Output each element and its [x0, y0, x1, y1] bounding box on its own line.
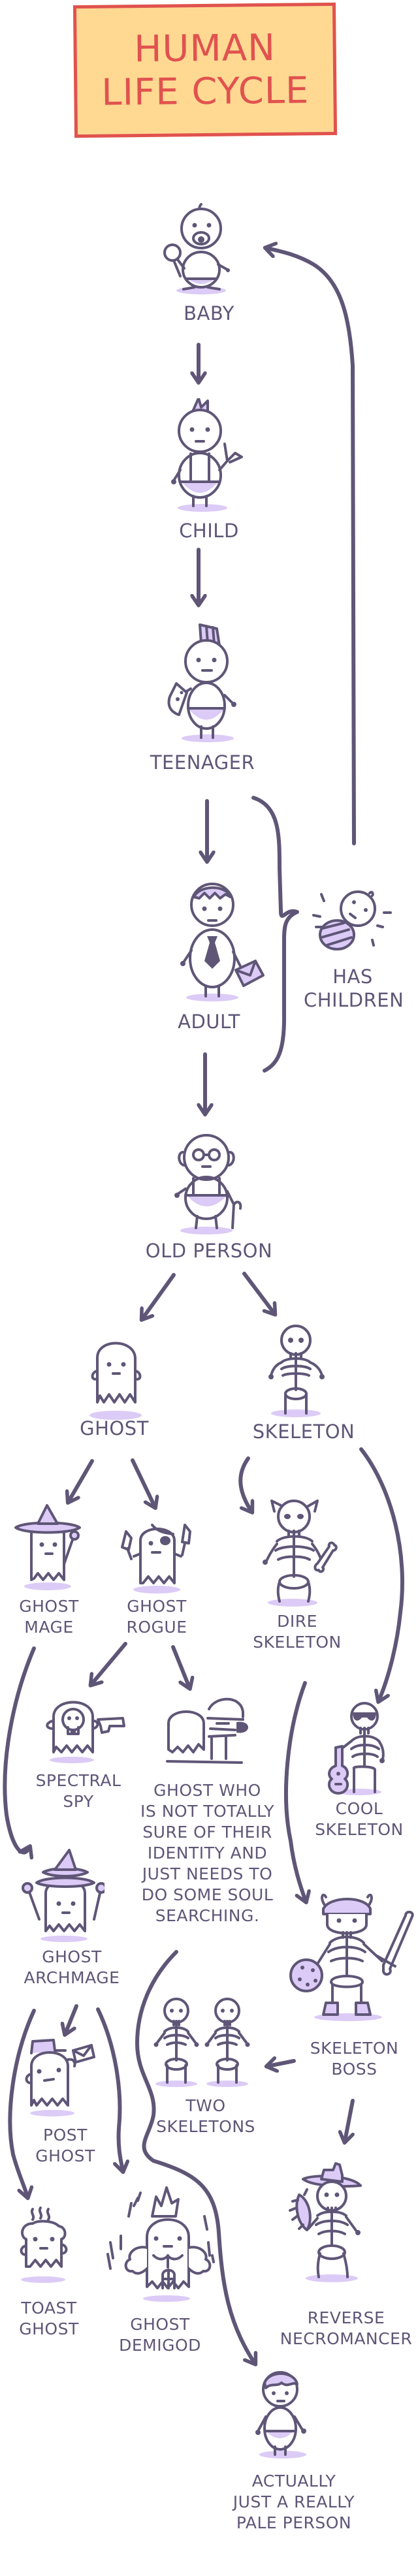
arrow-old-skeleton	[242, 1272, 274, 1313]
label-baby: BABY	[184, 302, 234, 324]
ghost-figure-icon	[89, 1342, 142, 1420]
label-ghost-mage: GHOST MAGE	[19, 1597, 79, 1637]
label-ghost: GHOST	[80, 1417, 149, 1439]
ghost-demigod-figure-icon	[106, 2186, 215, 2302]
label-child: CHILD	[179, 520, 239, 542]
arrow-skeleton-cool	[359, 1447, 404, 1701]
title-line-2: LIFE CYCLE	[101, 69, 310, 114]
toast-ghost-figure-icon	[20, 2207, 68, 2283]
label-ghost-archmage: GHOST ARCHMAGE	[24, 1947, 120, 1987]
label-ghost-demigod: GHOST DEMIGOD	[119, 2315, 201, 2355]
child-figure-icon	[171, 398, 243, 512]
two-skeletons-figure-icon	[153, 1998, 250, 2087]
label-skeleton: SKELETON	[252, 1421, 355, 1443]
arrow-archmage-post	[65, 2004, 78, 2034]
arrow-skeleton-dire	[238, 1456, 251, 1511]
label-post-ghost: POST GHOST	[35, 2126, 95, 2165]
label-toast-ghost: TOAST GHOST	[19, 2299, 79, 2338]
has-children-baby-icon	[312, 890, 392, 950]
dire-skeleton-figure-icon	[263, 1500, 338, 1607]
arrow-rogue-spy	[91, 1642, 127, 1684]
spectral-spy-figure-icon	[46, 1701, 125, 1763]
label-two-skeletons: TWO SKELETONS	[156, 2096, 255, 2136]
label-skeleton-boss: SKELETON BOSS	[310, 2039, 399, 2079]
baby-figure-icon	[163, 203, 230, 294]
label-cool-skeleton: COOL SKELETON	[315, 1799, 404, 1839]
reverse-necromancer-figure-icon	[289, 2162, 362, 2282]
arrow-ghost-rogue	[131, 1458, 155, 1507]
pale-person-figure-icon	[255, 2371, 306, 2458]
label-pale-person: ACTUALLY JUST A REALLY PALE PERSON	[233, 2472, 355, 2532]
ghost-archmage-figure-icon	[22, 1849, 104, 1942]
arrow-boss-two	[268, 2061, 296, 2066]
label-ghost-who: GHOST WHO IS NOT TOTALLY SURE OF THEIR I…	[140, 1781, 274, 1925]
teenager-figure-icon	[167, 623, 236, 742]
old-person-figure-icon	[174, 1134, 242, 1234]
title-box: HUMAN LIFE CYCLE	[72, 2, 338, 138]
label-has-children: HAS CHILDREN	[304, 966, 404, 1011]
skeleton-figure-icon	[268, 1325, 325, 1417]
ghost-who-soul-searching-icon	[166, 1697, 248, 1764]
ghost-rogue-figure-icon	[121, 1524, 191, 1594]
arrow-boss-necromancer	[345, 2099, 353, 2141]
arrow-rogue-ghostwho	[171, 1645, 189, 1688]
label-spectral-spy: SPECTRAL SPY	[35, 1771, 121, 1811]
post-ghost-figure-icon	[25, 2039, 95, 2116]
arrow-mage-archmage	[3, 1646, 36, 1853]
label-teenager: TEENAGER	[150, 751, 255, 774]
label-ghost-rogue: GHOST ROGUE	[126, 1597, 187, 1637]
cool-skeleton-figure-icon	[327, 1702, 385, 1795]
title-line-1: HUMAN	[134, 26, 276, 71]
label-adult: ADULT	[178, 1011, 240, 1033]
ghost-mage-figure-icon	[14, 1504, 81, 1590]
label-old-person: OLD PERSON	[145, 1240, 273, 1262]
adult-figure-icon	[180, 883, 265, 1001]
label-reverse-necromancer: REVERSE NECROMANCER	[280, 2308, 413, 2348]
label-dire-skeleton: DIRE SKELETON	[253, 1612, 342, 1652]
skeleton-boss-figure-icon	[289, 1893, 414, 2021]
arrow-ghost-mage	[69, 1459, 94, 1501]
arrow-old-ghost	[142, 1273, 176, 1319]
